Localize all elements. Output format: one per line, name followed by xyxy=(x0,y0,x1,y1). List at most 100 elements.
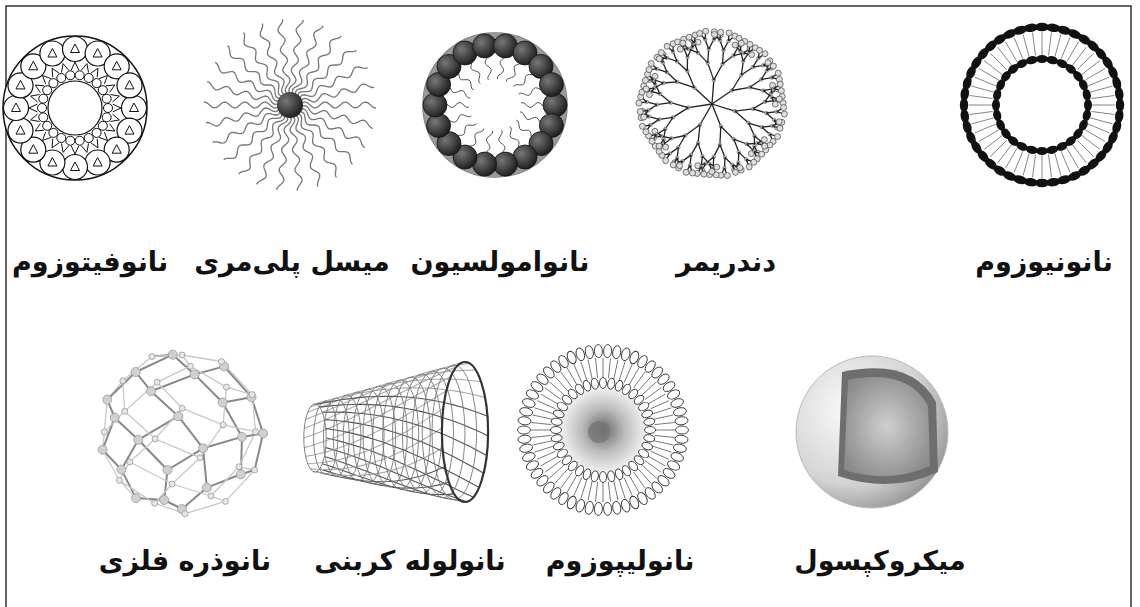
terminal-group xyxy=(776,96,782,102)
atom xyxy=(98,445,107,454)
bond xyxy=(107,372,136,400)
bond xyxy=(223,403,242,437)
inner-head xyxy=(92,128,101,137)
atom xyxy=(117,465,126,474)
terminal-group xyxy=(677,163,683,169)
terminal-group xyxy=(646,92,652,98)
lipid-head xyxy=(612,345,622,359)
lipid-tail xyxy=(533,441,553,445)
lipid-tail xyxy=(581,480,587,499)
atom xyxy=(223,498,229,504)
polymer-chain xyxy=(204,102,280,108)
bond xyxy=(185,501,226,513)
lipid-head xyxy=(518,416,532,425)
tail-line xyxy=(111,120,120,122)
lipid-tail xyxy=(533,415,553,419)
terminal-group xyxy=(680,40,686,46)
atom xyxy=(190,370,199,379)
tail-line xyxy=(111,95,120,97)
tail-line xyxy=(972,118,994,124)
tail-line xyxy=(91,143,98,148)
lipid-head xyxy=(40,41,65,66)
polymer-chain xyxy=(299,67,368,101)
bond xyxy=(155,439,200,458)
tail-line xyxy=(1090,86,1112,92)
lipid-head xyxy=(518,426,531,434)
surfactant-tail xyxy=(519,88,541,96)
terminal-group xyxy=(690,170,696,176)
tail-line xyxy=(1088,124,1109,133)
inner-circle xyxy=(48,81,102,135)
lipid-tail xyxy=(653,408,672,414)
nanophytosome-figure xyxy=(3,36,147,180)
atom xyxy=(219,359,225,365)
terminal-group xyxy=(683,169,689,175)
atom xyxy=(202,483,211,492)
lipid-head xyxy=(600,472,607,483)
lipid-head xyxy=(641,409,654,419)
lipid-head xyxy=(603,502,612,515)
polymer-chain xyxy=(278,19,290,95)
lipid-tail xyxy=(614,481,618,501)
lipid-head xyxy=(603,344,612,357)
lattice-ring xyxy=(314,401,338,474)
tail-line xyxy=(87,144,89,153)
lipid-tail xyxy=(651,451,669,459)
lipid-tail xyxy=(653,446,672,452)
tail-line xyxy=(1049,155,1052,178)
branch xyxy=(714,145,720,157)
tail-line xyxy=(71,146,75,154)
bond xyxy=(195,374,223,402)
lipid-head xyxy=(673,443,687,454)
terminal-group xyxy=(658,50,664,56)
tail-line xyxy=(972,86,994,92)
niosome-figure xyxy=(960,23,1125,188)
lipid-tail xyxy=(596,482,598,502)
branch xyxy=(677,61,687,71)
inner-head xyxy=(57,134,66,143)
terminal-group xyxy=(641,114,647,120)
terminal-group xyxy=(718,29,724,35)
terminal-group xyxy=(714,164,720,170)
inner-head xyxy=(104,104,113,113)
lipid-tail xyxy=(588,481,592,501)
drug-triangle xyxy=(16,126,25,135)
tail-line xyxy=(106,85,115,87)
tail-line xyxy=(1023,35,1029,57)
branch xyxy=(749,123,755,136)
aqueous-core xyxy=(555,382,651,478)
lipid-head xyxy=(590,470,599,482)
terminal-group xyxy=(746,164,752,170)
terminal-group xyxy=(762,143,768,149)
atom xyxy=(169,481,175,487)
tail-line xyxy=(984,135,1002,149)
bond xyxy=(104,411,124,432)
lipid-tail xyxy=(531,430,551,431)
bond xyxy=(255,433,264,470)
lattice-ring xyxy=(363,386,396,485)
inner-head xyxy=(66,71,75,80)
branch xyxy=(673,108,688,118)
lipid-tail xyxy=(619,362,625,381)
terminal-group xyxy=(663,144,669,150)
terminal-group xyxy=(703,28,709,34)
terminal-group xyxy=(732,169,738,175)
tail-line xyxy=(35,85,44,87)
inner-head xyxy=(43,121,52,130)
tail-line xyxy=(97,68,99,77)
bond xyxy=(224,366,251,397)
branch xyxy=(753,109,766,113)
lipid-tail xyxy=(655,423,675,425)
bond xyxy=(125,382,157,411)
lipid-head xyxy=(63,37,88,62)
shell-cut xyxy=(838,368,938,484)
capsule-shell xyxy=(796,356,948,508)
tail-line xyxy=(31,120,40,122)
lipid-head xyxy=(85,150,110,175)
terminal-group xyxy=(643,86,649,92)
lipid-head xyxy=(4,96,29,121)
terminal-group xyxy=(664,43,670,49)
bond xyxy=(157,366,190,382)
inner-head xyxy=(102,94,111,103)
